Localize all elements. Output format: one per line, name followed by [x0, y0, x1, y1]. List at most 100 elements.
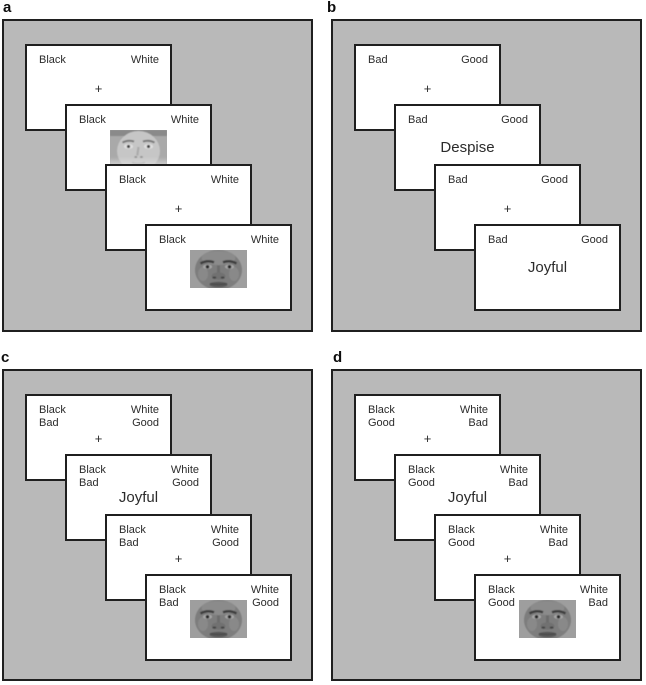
category-line: Bad: [408, 114, 428, 126]
category-line: Good: [132, 417, 159, 429]
category-line: Good: [581, 234, 608, 246]
right-category-label: White Good: [131, 404, 159, 430]
category-line: Black: [79, 114, 106, 126]
category-line: Black: [488, 584, 515, 596]
right-category-label: Good: [541, 174, 568, 187]
fixation-cross: +: [423, 430, 432, 446]
category-line: White: [250, 584, 279, 596]
black-face-photo: [190, 250, 247, 288]
category-line: Black: [119, 174, 146, 186]
panel-b: Bad Good + Bad Good: [331, 19, 642, 332]
category-line: White: [499, 464, 528, 476]
left-category-label: Bad: [488, 234, 508, 247]
category-line: Good: [212, 537, 239, 549]
right-category-label: Good: [461, 54, 488, 67]
left-category-label: Black: [159, 234, 186, 247]
category-line: White: [579, 584, 608, 596]
black-face-image: [190, 600, 247, 638]
left-category-label: Black: [119, 174, 146, 187]
white-face-photo: [110, 130, 167, 168]
stimulus-word: Despise: [440, 138, 495, 156]
category-line: Black: [159, 584, 186, 596]
category-line: Black: [448, 524, 475, 536]
panel-d: Black Good White Bad + Black Good White …: [331, 369, 642, 681]
category-line: Black: [39, 404, 66, 416]
fixation-cross: +: [94, 430, 103, 446]
right-category-label: White Good: [171, 464, 199, 490]
black-face-image: [519, 600, 576, 638]
right-category-label: Good: [581, 234, 608, 247]
category-labels: Black Bad White Good: [119, 524, 239, 550]
category-line: Black: [119, 524, 146, 536]
stimulus-word: Joyful: [118, 488, 159, 506]
right-category-label: White Good: [211, 524, 239, 550]
left-category-label: Black Good: [488, 584, 515, 610]
category-line: Bad: [368, 54, 388, 66]
left-category-label: Bad: [368, 54, 388, 67]
category-line: Good: [408, 477, 435, 489]
right-category-label: White Bad: [580, 584, 608, 610]
right-category-label: White: [171, 114, 199, 127]
category-line: Good: [541, 174, 568, 186]
category-line: Good: [252, 597, 279, 609]
category-line: Bad: [488, 234, 508, 246]
category-line: White: [170, 464, 199, 476]
left-category-label: Black Bad: [39, 404, 66, 430]
panel-label-c: c: [1, 349, 10, 366]
right-category-label: White Good: [251, 584, 279, 610]
right-category-label: White: [211, 174, 239, 187]
category-line: Bad: [448, 174, 468, 186]
right-category-label: White: [251, 234, 279, 247]
left-category-label: Bad: [448, 174, 468, 187]
fixation-cross: +: [94, 80, 103, 96]
category-line: Good: [488, 597, 515, 609]
category-line: Bad: [508, 477, 528, 489]
panel-label-a: a: [3, 0, 12, 16]
category-line: White: [210, 524, 239, 536]
category-line: Good: [501, 114, 528, 126]
left-category-label: Black Bad: [79, 464, 106, 490]
category-labels: Bad Good: [488, 234, 608, 247]
panel-c: Black Bad White Good + Black Bad White G…: [2, 369, 313, 681]
panel-a-card-4: Black White: [145, 224, 292, 311]
category-line: Bad: [588, 597, 608, 609]
category-line: Bad: [39, 417, 59, 429]
category-line: White: [250, 234, 279, 246]
category-line: Black: [368, 404, 395, 416]
category-line: White: [130, 54, 159, 66]
category-labels: Black Bad White Good: [79, 464, 199, 490]
black-face-image: [190, 250, 247, 288]
black-face-photo: [519, 600, 576, 638]
panel-c-card-4: Black Bad White Good: [145, 574, 292, 661]
category-labels: Black White: [119, 174, 239, 187]
right-category-label: White Bad: [460, 404, 488, 430]
right-category-label: White Bad: [540, 524, 568, 550]
fixation-cross: +: [423, 80, 432, 96]
category-labels: Black Good White Bad: [448, 524, 568, 550]
panel-label-d: d: [333, 349, 343, 366]
black-face-photo: [190, 600, 247, 638]
panel-a: Black White + Black White: [2, 19, 313, 332]
right-category-label: White: [131, 54, 159, 67]
left-category-label: Bad: [408, 114, 428, 127]
category-labels: Bad Good: [368, 54, 488, 67]
category-line: Good: [172, 477, 199, 489]
category-line: Good: [448, 537, 475, 549]
panel-d-card-4: Black Good White Bad: [474, 574, 621, 661]
category-line: Good: [461, 54, 488, 66]
left-category-label: Black Good: [368, 404, 395, 430]
category-line: White: [130, 404, 159, 416]
fixation-cross: +: [503, 550, 512, 566]
white-face-image: [110, 130, 167, 168]
category-line: Bad: [159, 597, 179, 609]
category-labels: Bad Good: [448, 174, 568, 187]
left-category-label: Black Good: [448, 524, 475, 550]
stimulus-word: Joyful: [527, 258, 568, 276]
category-line: Black: [159, 234, 186, 246]
category-labels: Black White: [39, 54, 159, 67]
fixation-cross: +: [174, 200, 183, 216]
category-line: Bad: [79, 477, 99, 489]
category-labels: Bad Good: [408, 114, 528, 127]
category-line: White: [170, 114, 199, 126]
